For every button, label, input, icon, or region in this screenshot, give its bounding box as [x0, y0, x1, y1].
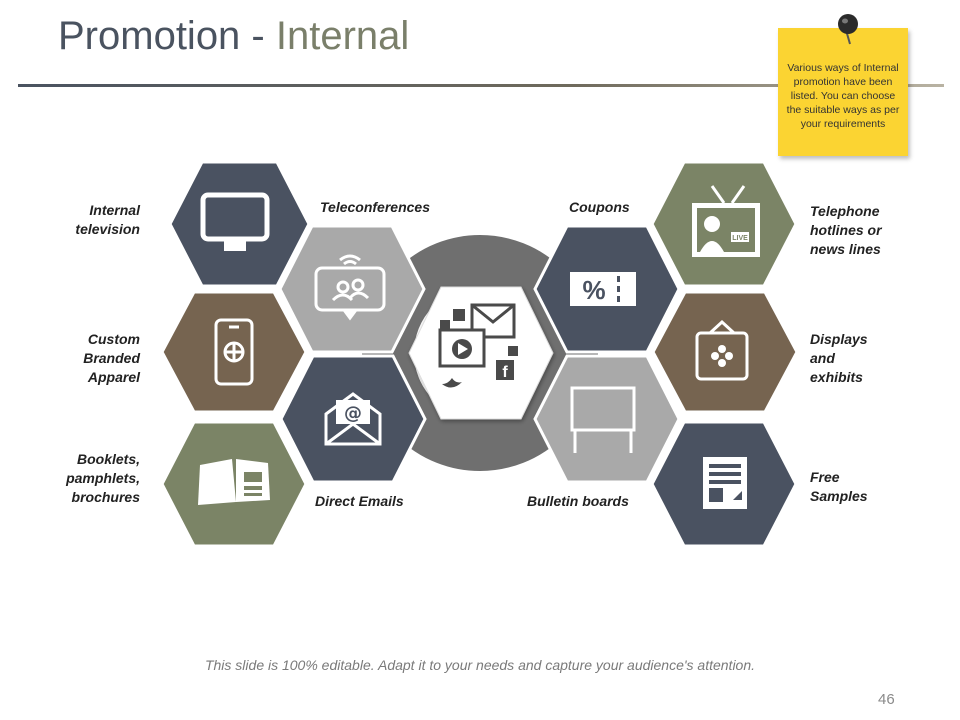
title-part-2: Internal [275, 14, 410, 58]
svg-text:@: @ [344, 403, 362, 424]
hex-booklets [160, 420, 308, 548]
social-media-icon: f [438, 303, 518, 388]
label-bulletin-boards: Bulletin boards [527, 493, 629, 509]
open-booklet-icon [198, 459, 270, 505]
footer-text: This slide is 100% editable. Adapt it to… [204, 657, 756, 673]
hex-internal-television [168, 160, 311, 288]
hex-bulletin-boards [533, 354, 681, 484]
label-coupons: Coupons [569, 199, 630, 215]
sticky-note: Various ways of Internal promotion have … [778, 28, 908, 156]
hex-free-samples [650, 420, 798, 548]
sample-document-icon [703, 457, 747, 509]
smartphone-globe-icon [214, 318, 254, 386]
bulletin-board-icon [570, 386, 636, 453]
label-internal-television: Internal television [75, 202, 140, 237]
hex-direct-emails: @ [279, 354, 427, 484]
title-part-1: Promotion - [58, 14, 276, 58]
page-number: 46 [878, 691, 895, 708]
label-displays-exhibits: Displays and exhibits [810, 331, 868, 385]
monitor-icon [200, 192, 270, 251]
svg-text:LIVE: LIVE [732, 235, 748, 242]
hex-custom-branded-apparel [160, 290, 308, 414]
label-telephone-hotlines: Telephone hotlines or news lines [810, 203, 882, 257]
label-free-samples: Free Samples [810, 469, 868, 504]
hex-teleconferences [278, 224, 426, 354]
email-envelope-icon: @ [324, 392, 382, 446]
hex-telephone-hotlines: LIVE [650, 160, 798, 288]
label-custom-branded-apparel: Custom Branded Apparel [83, 331, 140, 385]
coupon-icon: % [570, 272, 636, 306]
label-direct-emails: Direct Emails [315, 493, 404, 509]
hex-displays-exhibits [651, 290, 799, 414]
pushpin-icon [838, 14, 858, 45]
video-call-icon [314, 254, 386, 321]
label-teleconferences: Teleconferences [320, 199, 430, 215]
title-underline [18, 84, 944, 87]
svg-text:%: % [582, 275, 605, 305]
hex-coupons: % [533, 224, 681, 354]
svg-text:f: f [502, 364, 508, 381]
sticky-note-text: Various ways of Internal promotion have … [786, 62, 900, 130]
display-frame-icon [695, 319, 749, 381]
slide-title: Promotion - Internal [58, 14, 409, 59]
live-tv-icon: LIVE [692, 185, 760, 257]
label-booklets: Booklets, pamphlets, brochures [66, 451, 140, 505]
